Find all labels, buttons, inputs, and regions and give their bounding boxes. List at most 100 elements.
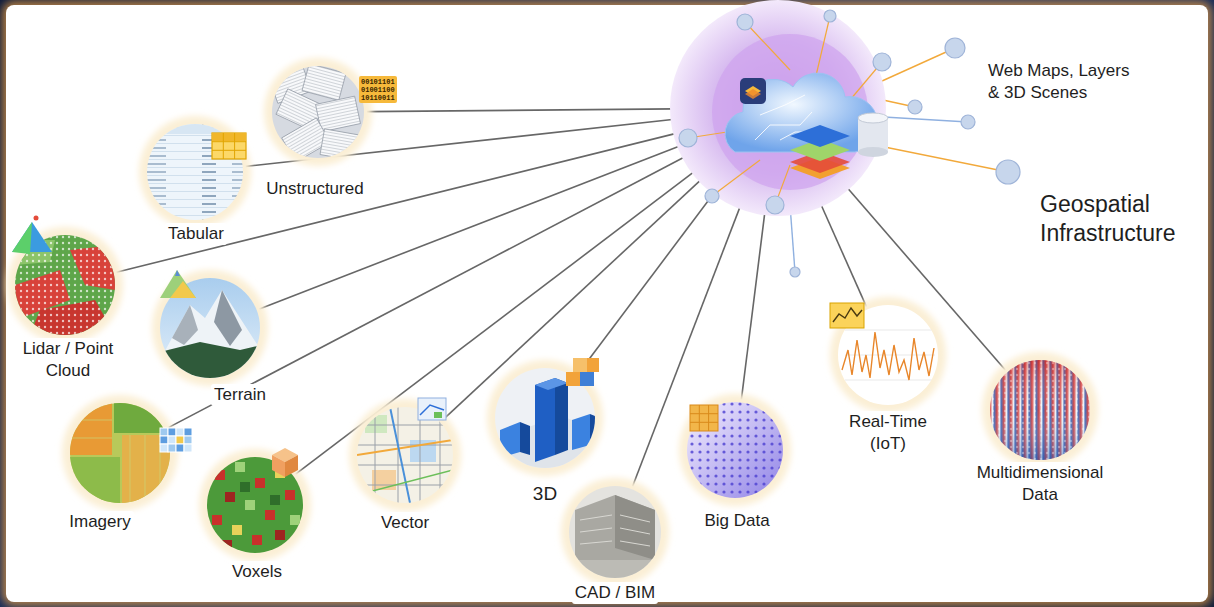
vector-picture — [357, 407, 453, 503]
tabular-picture — [139, 116, 251, 228]
tabular-picture — [212, 133, 246, 159]
hub-illustration — [740, 78, 766, 104]
binary-digits: 10110011 — [361, 94, 397, 102]
data-type-node: Voxels — [205, 457, 305, 583]
terrain-picture — [152, 270, 268, 386]
terrain-picture — [160, 290, 262, 380]
imagery-picture — [160, 436, 168, 444]
voxels-picture — [199, 449, 311, 561]
data-type-label: Voxels — [229, 561, 285, 583]
unstructured-picture — [316, 96, 361, 132]
binary-digits: 01001100 — [361, 86, 397, 94]
real-time-picture — [845, 380, 935, 381]
cad-bim-picture — [580, 515, 650, 546]
data-type-label: Imagery — [66, 511, 133, 533]
terrain-picture — [160, 270, 196, 298]
vector-picture — [357, 445, 453, 446]
vector-picture — [365, 415, 387, 433]
vector-picture — [420, 407, 421, 503]
tabular-picture — [212, 133, 246, 159]
voxels-picture — [232, 525, 242, 535]
big-data-picture — [708, 405, 709, 431]
3d-picture — [587, 358, 599, 372]
tabular-picture — [212, 141, 246, 142]
voxels-picture — [225, 492, 235, 502]
vector-picture — [390, 407, 410, 503]
hub-illustration — [745, 89, 761, 99]
hub-illustration — [705, 189, 719, 203]
spoke-line — [259, 146, 681, 309]
voxels-picture — [270, 495, 280, 505]
output-caption: Web Maps, Layers & 3D Scenes — [988, 60, 1138, 104]
binary-digits: 10110011 — [361, 94, 397, 102]
big-data-picture — [690, 413, 718, 414]
vector-picture — [418, 398, 446, 420]
voxels-picture — [252, 535, 262, 545]
big-data-picture — [687, 402, 783, 498]
data-type-label: Multidimensional Data — [962, 462, 1118, 506]
hub-illustration — [790, 125, 850, 147]
real-time-picture — [833, 308, 862, 322]
terrain-picture — [160, 278, 262, 380]
imagery-picture — [62, 395, 178, 511]
3d-picture — [573, 358, 587, 372]
tabular-picture — [139, 116, 251, 228]
big-data-picture — [690, 405, 718, 431]
vector-picture — [357, 440, 453, 455]
big-data-picture — [690, 422, 718, 423]
unstructured-picture — [359, 76, 397, 103]
spoke-line — [577, 191, 716, 376]
tabular-picture — [234, 133, 235, 159]
data-type-label: Lidar / Point Cloud — [10, 338, 126, 382]
hub-illustration — [858, 147, 888, 157]
voxels-picture — [240, 482, 250, 492]
hub-illustration — [760, 95, 805, 115]
spoke-line — [442, 179, 702, 420]
vector-picture — [372, 470, 396, 490]
imagery-picture — [130, 435, 131, 505]
data-type-label: CAD / BIM — [572, 582, 658, 604]
vector-picture — [357, 465, 453, 466]
imagery-picture — [160, 444, 168, 452]
multidimensional-picture — [982, 352, 1098, 468]
spoke-line — [741, 211, 765, 399]
hub-illustration — [766, 196, 784, 214]
cad-bim-picture — [620, 541, 650, 546]
data-type-node: Big Data — [685, 402, 785, 532]
hub-illustration — [908, 100, 922, 114]
data-type-node: Vector — [355, 407, 455, 534]
hub-illustration — [670, 0, 886, 216]
lidar-picture — [7, 216, 123, 344]
hub-illustration — [688, 16, 882, 205]
cad-bim-picture — [561, 478, 669, 586]
imagery-picture — [184, 428, 192, 436]
big-data-picture — [687, 402, 783, 498]
vector-picture — [357, 407, 453, 503]
voxels-picture — [272, 455, 285, 477]
3d-picture — [572, 414, 590, 450]
hub-illustration — [961, 115, 975, 129]
data-type-node: Terrain — [149, 278, 271, 406]
vector-picture — [357, 407, 453, 503]
data-type-node: CAD / BIM — [567, 486, 663, 604]
real-time-picture — [830, 303, 864, 328]
vector-picture — [357, 425, 453, 426]
voxels-picture — [290, 515, 300, 525]
vector-picture — [375, 407, 376, 503]
3d-picture — [487, 358, 603, 476]
imagery-picture — [168, 428, 176, 436]
unstructured-picture — [268, 64, 362, 163]
hub-illustration — [737, 14, 753, 30]
lidar-picture — [34, 216, 39, 221]
3d-picture — [590, 414, 598, 445]
real-time-picture — [830, 297, 946, 413]
imagery-picture — [70, 438, 112, 439]
vector-picture — [434, 412, 442, 418]
real-time-picture — [830, 297, 946, 413]
voxels-picture — [285, 490, 295, 500]
imagery-picture — [160, 428, 168, 436]
imagery-picture — [145, 435, 146, 505]
terrain-picture — [170, 281, 196, 298]
hub-illustration — [679, 129, 697, 147]
terrain-picture — [160, 342, 262, 380]
